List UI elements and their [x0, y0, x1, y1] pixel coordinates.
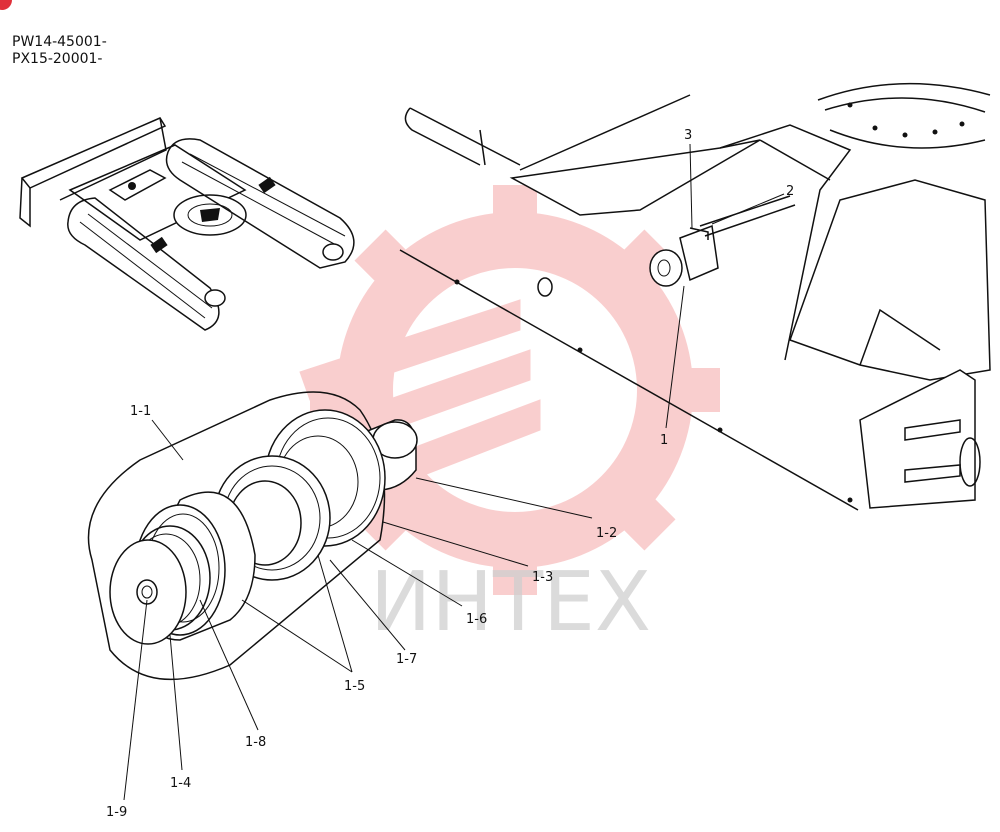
watermark-gear-tooth [680, 368, 720, 412]
callout-1-1: 1-1 [130, 404, 151, 419]
callout-labels: 1-1 1-2 1-3 1-6 1-7 1-5 1-8 1-4 1-9 1 2 … [106, 128, 794, 820]
roller-assembly-exploded [87, 391, 418, 681]
watermark-gear-tooth [493, 185, 537, 225]
callout-1-6: 1-6 [466, 612, 487, 627]
callout-3: 3 [684, 128, 692, 143]
callout-2: 2 [786, 184, 794, 199]
callout-1: 1 [660, 433, 668, 448]
watermark-gear-tooth [354, 229, 414, 289]
callout-1-7: 1-7 [396, 652, 417, 667]
watermark-gear-tooth [310, 368, 350, 412]
track-frame [399, 82, 991, 511]
callout-1-2: 1-2 [596, 526, 617, 541]
corner-mark [0, 0, 12, 10]
serial-number: PW14-45001- [12, 34, 107, 50]
serial-number: PX15-20001- [12, 51, 103, 67]
callout-1-4: 1-4 [170, 776, 191, 791]
leader-lines [123, 143, 785, 801]
serial-number-block: PW14-45001- PX15-20001- [12, 34, 107, 68]
callout-1-9: 1-9 [106, 805, 127, 820]
overview-undercarriage-sketch [19, 117, 355, 331]
watermark-text: ИНТЕХ [370, 555, 651, 650]
watermark-gear-icon [299, 185, 720, 595]
callout-1-3: 1-3 [532, 570, 553, 585]
watermark-gear-tooth [616, 491, 676, 551]
callout-1-8: 1-8 [245, 735, 266, 750]
callout-1-5: 1-5 [344, 679, 365, 694]
